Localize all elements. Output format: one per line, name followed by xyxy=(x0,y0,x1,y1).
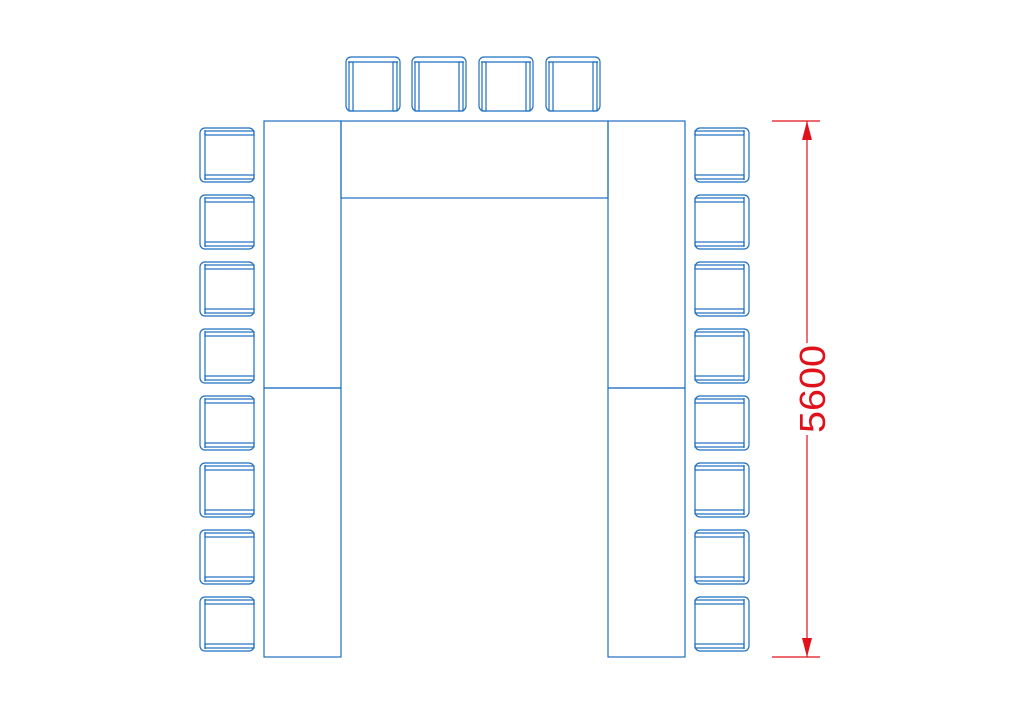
chair-frame xyxy=(199,462,255,518)
chair-frame xyxy=(694,395,750,451)
chair-frame xyxy=(694,261,750,317)
u-shape-table-layout xyxy=(199,56,750,658)
chair-arm xyxy=(548,61,554,112)
chair-arm xyxy=(204,643,255,649)
chair-left-8 xyxy=(199,596,255,652)
chair-arm xyxy=(694,532,745,538)
chair-arm xyxy=(458,61,464,112)
chair-arm xyxy=(694,599,745,605)
chair-arm xyxy=(204,331,255,337)
chair-frame xyxy=(199,395,255,451)
chair-frame xyxy=(478,56,534,112)
chair-frame xyxy=(411,56,467,112)
table-right-lower xyxy=(607,387,686,658)
chair-right-8 xyxy=(694,596,750,652)
chair-arm xyxy=(694,398,745,404)
chair-frame xyxy=(199,127,255,183)
chair-right-6 xyxy=(694,462,750,518)
chair-arm xyxy=(694,375,745,381)
chair-arm xyxy=(694,197,745,203)
dimension-label-background xyxy=(789,343,827,435)
chair-arm xyxy=(204,509,255,515)
dimension-arrow-top xyxy=(802,121,812,140)
chair-arm xyxy=(204,130,255,136)
height-dimension: 5600 xyxy=(772,120,833,658)
chair-right-3 xyxy=(694,261,750,317)
chair-arm xyxy=(525,61,531,112)
chair-top-2 xyxy=(411,56,467,112)
chair-arm xyxy=(204,264,255,270)
chair-frame xyxy=(345,56,401,112)
chair-arm xyxy=(481,61,487,112)
chair-frame xyxy=(694,194,750,250)
chair-frame xyxy=(545,56,601,112)
chair-left-2 xyxy=(199,194,255,250)
chair-arm xyxy=(348,61,354,112)
chair-frame xyxy=(694,462,750,518)
chair-frame xyxy=(694,328,750,384)
table-right-upper xyxy=(607,120,686,389)
chair-arm xyxy=(204,174,255,180)
chair-arm xyxy=(204,442,255,448)
table-head xyxy=(340,120,609,199)
chair-arm xyxy=(204,532,255,538)
chair-frame xyxy=(199,194,255,250)
chair-frame xyxy=(694,529,750,585)
chair-frame xyxy=(694,596,750,652)
chair-arm xyxy=(694,130,745,136)
chair-arm xyxy=(204,197,255,203)
chair-arm xyxy=(592,61,598,112)
chair-top-4 xyxy=(545,56,601,112)
chair-top-1 xyxy=(345,56,401,112)
chair-arm xyxy=(694,643,745,649)
chair-arm xyxy=(694,509,745,515)
table-left-upper xyxy=(263,120,342,389)
chair-left-4 xyxy=(199,328,255,384)
chair-arm xyxy=(204,308,255,314)
chair-arm xyxy=(694,264,745,270)
chair-arm xyxy=(204,375,255,381)
chair-right-7 xyxy=(694,529,750,585)
chair-right-2 xyxy=(694,194,750,250)
chair-right-5 xyxy=(694,395,750,451)
chair-arm xyxy=(694,465,745,471)
chair-arm xyxy=(694,331,745,337)
chair-left-6 xyxy=(199,462,255,518)
chair-arm xyxy=(694,241,745,247)
chair-left-3 xyxy=(199,261,255,317)
chair-frame xyxy=(199,328,255,384)
chair-left-7 xyxy=(199,529,255,585)
chair-arm xyxy=(694,442,745,448)
chair-left-1 xyxy=(199,127,255,183)
chair-arm xyxy=(204,398,255,404)
dimension-label: 5600 xyxy=(792,345,833,433)
table-left-lower xyxy=(263,387,342,658)
chair-right-1 xyxy=(694,127,750,183)
chair-arm xyxy=(694,174,745,180)
dimension-arrow-bottom xyxy=(802,638,812,657)
chair-arm xyxy=(694,308,745,314)
chair-frame xyxy=(199,529,255,585)
chair-left-5 xyxy=(199,395,255,451)
chair-frame xyxy=(199,261,255,317)
chair-arm xyxy=(204,241,255,247)
chair-arm xyxy=(204,599,255,605)
chair-arm xyxy=(392,61,398,112)
chair-arm xyxy=(204,576,255,582)
chair-arm xyxy=(414,61,420,112)
chair-right-4 xyxy=(694,328,750,384)
chair-frame xyxy=(199,596,255,652)
chair-top-3 xyxy=(478,56,534,112)
chair-frame xyxy=(694,127,750,183)
chair-arm xyxy=(694,576,745,582)
chair-arm xyxy=(204,465,255,471)
